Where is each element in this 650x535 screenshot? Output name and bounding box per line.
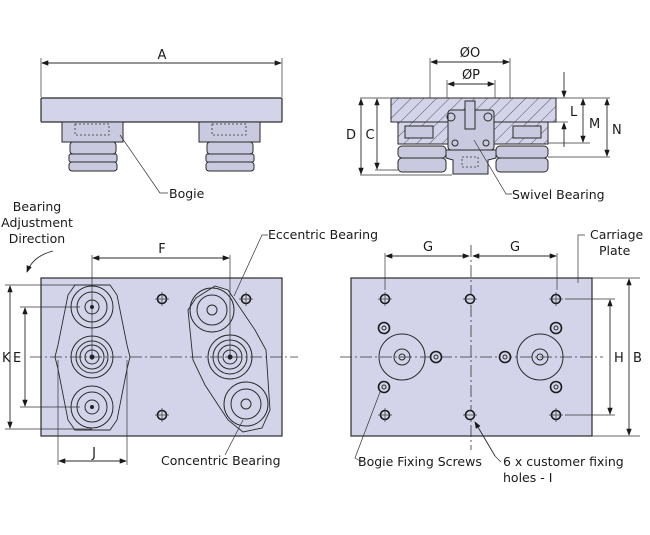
- dimension-b-label: B: [633, 351, 642, 366]
- bogie-fixing-screw: [377, 321, 391, 335]
- carriage-callout-line1: Carriage: [590, 227, 644, 242]
- adjustment-label-line1: Bearing: [13, 199, 61, 214]
- bogie-left: [61, 121, 124, 172]
- dimension-h-label: H: [614, 351, 624, 366]
- dimension-e-label: E: [13, 351, 21, 366]
- bogie-fixing-screw: [429, 350, 443, 364]
- bottom-view: Bearing Adjustment Direction F K E: [1, 199, 378, 468]
- dimension-n-label: N: [612, 123, 622, 138]
- customer-fixing-hole: [549, 408, 563, 422]
- customer-fixing-hole: [378, 292, 392, 306]
- bogie-fixing-screw: [549, 380, 563, 394]
- dimension-o-label: ØO: [460, 46, 480, 61]
- adjustment-label-line2: Adjustment: [1, 215, 73, 230]
- swivel-callout: Swivel Bearing: [512, 187, 605, 202]
- top-view: G G H B Carriage Plate: [340, 227, 644, 485]
- carriage-callout-line2: Plate: [599, 243, 631, 258]
- adjustment-direction-arrow: [26, 250, 54, 273]
- bogie-fixing-screw: [498, 350, 512, 364]
- dimension-c-label: C: [365, 128, 374, 143]
- customer-fixing-hole: [463, 409, 477, 421]
- screws-leader: [354, 391, 381, 463]
- fixing-hole: [155, 408, 169, 422]
- bogie-callout: Bogie: [169, 186, 205, 201]
- holes-callout-line2: holes - I: [503, 470, 552, 485]
- carriage-plate-side: [40, 97, 283, 123]
- bogie-fixing-screw: [377, 380, 391, 394]
- concentric-leader: [224, 419, 244, 456]
- eccentric-leader: [233, 234, 268, 297]
- holes-callout-line1: 6 x customer fixing: [503, 454, 624, 469]
- dimension-l-label: L: [570, 105, 578, 120]
- fixing-hole: [239, 292, 253, 306]
- carriage-leader: [577, 234, 585, 283]
- dimension-g-left-label: G: [423, 240, 433, 255]
- dimension-m-label: M: [589, 117, 600, 132]
- eccentric-callout: Eccentric Bearing: [268, 227, 378, 242]
- fixing-hole: [155, 292, 169, 306]
- section-view: ØO ØP D C L: [346, 46, 622, 202]
- dimension-g-right-label: G: [510, 240, 520, 255]
- customer-fixing-hole: [549, 292, 563, 306]
- concentric-bogie-left: [54, 284, 131, 431]
- holes-leader: [474, 421, 496, 457]
- bogie-fixing-screw: [549, 321, 563, 335]
- bogie-leader: [119, 134, 168, 194]
- front-view: A Bogie: [40, 48, 283, 201]
- customer-fixing-hole: [463, 293, 477, 305]
- swivel-bearing: [445, 149, 497, 175]
- eccentric-bogie-right: [187, 285, 271, 433]
- dimension-d-label: D: [346, 128, 356, 143]
- dimension-j-label: J: [91, 446, 96, 461]
- dimension-p-label: ØP: [462, 68, 480, 83]
- dimension-k-label: K: [2, 351, 11, 366]
- concentric-callout: Concentric Bearing: [161, 453, 281, 468]
- swivel-leader: [473, 139, 512, 195]
- adjustment-label-line3: Direction: [9, 231, 65, 246]
- dimension-f-label: F: [158, 242, 165, 257]
- customer-fixing-hole: [378, 408, 392, 422]
- screws-callout: Bogie Fixing Screws: [358, 454, 482, 469]
- dimension-a-label: A: [158, 48, 167, 63]
- bogie-right: [198, 121, 261, 172]
